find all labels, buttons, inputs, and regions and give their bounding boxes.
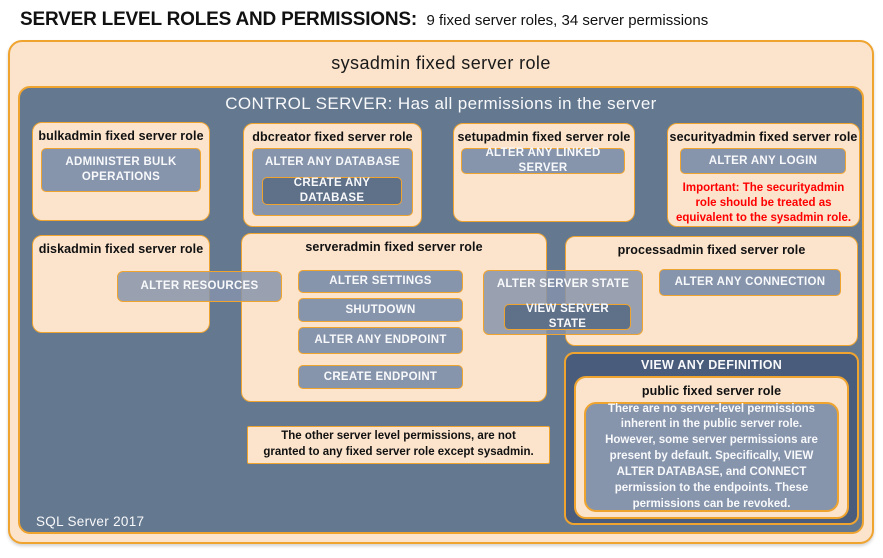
diskadmin-role-title: diskadmin fixed server role — [38, 242, 204, 256]
permission-alter-resources: ALTER RESOURCES — [117, 271, 282, 302]
control-server-box: CONTROL SERVER: Has all permissions in t… — [18, 86, 864, 534]
permission-shutdown: SHUTDOWN — [298, 298, 463, 322]
sysadmin-role-title: sysadmin fixed server role — [331, 53, 551, 73]
securityadmin-warning-text: Important: The securityadmin role should… — [675, 182, 852, 224]
permission-alter-server-state-label: ALTER SERVER STATE — [496, 278, 630, 290]
securityadmin-role-box: securityadmin fixed server role ALTER AN… — [667, 123, 860, 227]
permission-alter-any-connection: ALTER ANY CONNECTION — [659, 269, 841, 296]
other-permissions-note: The other server level permissions, are … — [247, 426, 550, 464]
permission-alter-settings: ALTER SETTINGS — [298, 270, 463, 293]
public-role-description: There are no server-level permissions in… — [584, 402, 839, 512]
dbcreator-role-box: dbcreator fixed server role ALTER ANY DA… — [243, 123, 422, 227]
permission-create-any-database: CREATE ANY DATABASE — [262, 177, 402, 205]
sysadmin-role-box: sysadmin fixed server role CONTROL SERVE… — [8, 40, 874, 544]
serveradmin-role-title: serveradmin fixed server role — [305, 240, 483, 254]
public-role-box: public fixed server role There are no se… — [574, 376, 849, 519]
permission-alter-any-database: ALTER ANY DATABASE CREATE ANY DATABASE — [252, 148, 413, 216]
public-role-title: public fixed server role — [641, 384, 782, 398]
dbcreator-role-title: dbcreator fixed server role — [252, 130, 413, 144]
control-server-title: CONTROL SERVER: Has all permissions in t… — [225, 94, 657, 113]
securityadmin-role-title: securityadmin fixed server role — [669, 130, 858, 144]
view-any-definition-label: VIEW ANY DEFINITION — [640, 358, 783, 372]
view-any-definition-box: VIEW ANY DEFINITION public fixed server … — [564, 352, 859, 525]
permission-alter-any-database-label: ALTER ANY DATABASE — [264, 156, 401, 168]
permission-create-endpoint: CREATE ENDPOINT — [298, 365, 463, 389]
setupadmin-role-box: setupadmin fixed server role ALTER ANY L… — [453, 123, 635, 222]
page-title: SERVER LEVEL ROLES AND PERMISSIONS: 9 fi… — [20, 9, 708, 31]
permission-administer-bulk-operations: ADMINISTER BULK OPERATIONS — [41, 148, 201, 192]
sql-server-version-label: SQL Server 2017 — [36, 514, 145, 529]
bulkadmin-role-box: bulkadmin fixed server role ADMINISTER B… — [32, 122, 210, 221]
permission-alter-any-login: ALTER ANY LOGIN — [680, 148, 846, 174]
page-title-main: SERVER LEVEL ROLES AND PERMISSIONS: — [20, 9, 418, 30]
permission-alter-any-endpoint: ALTER ANY ENDPOINT — [298, 327, 463, 354]
permission-view-server-state: VIEW SERVER STATE — [504, 303, 631, 330]
bulkadmin-role-title: bulkadmin fixed server role — [38, 129, 204, 143]
page-title-subtitle: 9 fixed server roles, 34 server permissi… — [426, 12, 709, 29]
permission-alter-any-linked-server: ALTER ANY LINKED SERVER — [461, 147, 625, 174]
permission-alter-server-state: ALTER SERVER STATE VIEW SERVER STATE — [483, 270, 643, 335]
processadmin-role-title: processadmin fixed server role — [617, 243, 806, 257]
setupadmin-role-title: setupadmin fixed server role — [457, 130, 631, 144]
